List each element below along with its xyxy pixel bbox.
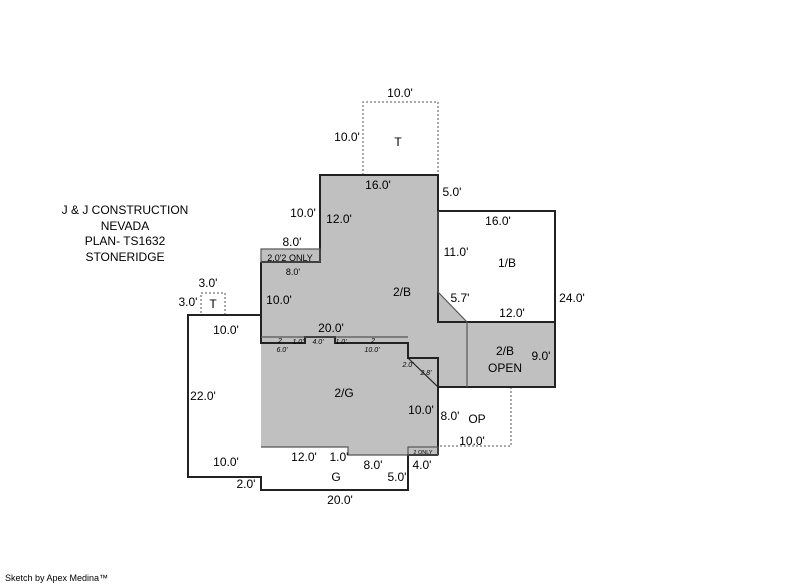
- dimension-label: 8.0': [441, 409, 460, 423]
- area-label: 2/B: [393, 285, 411, 299]
- dimension-label: 24.0': [559, 291, 585, 305]
- area-label: 2/B: [496, 344, 514, 358]
- dimension-label: 16.0': [485, 214, 511, 228]
- dimension-label: 10.0': [213, 323, 239, 337]
- dimension-label: 10.0': [459, 434, 485, 448]
- tiny-dimension-label: 2.8': [419, 370, 432, 377]
- area-label: T: [394, 135, 402, 149]
- area-label: 2/G: [334, 386, 353, 400]
- dimension-label: 8.0': [283, 235, 302, 249]
- area-2g: [261, 337, 438, 455]
- dimension-label: 2.0': [237, 477, 256, 491]
- dimension-label: 5.7': [451, 291, 470, 305]
- tiny-dimension-label: 2: [277, 338, 282, 345]
- title-line: PLAN- TS1632: [84, 234, 166, 248]
- title-line: NEVADA: [100, 218, 150, 233]
- diagonal-wall: [407, 357, 439, 388]
- tiny-dimension-label: 10.0': [365, 347, 381, 354]
- dimension-label: 20.0': [327, 493, 353, 507]
- area-label: 2.0'2 ONLY: [267, 253, 313, 263]
- dimension-label: 10.0': [408, 403, 434, 417]
- dimension-label: 11.0': [444, 245, 469, 259]
- title-block: J & J CONSTRUCTION NEVADA PLAN- TS1632 S…: [40, 203, 210, 265]
- title-line: J & J CONSTRUCTION: [61, 203, 189, 217]
- dimension-label: 12.0': [291, 450, 317, 464]
- dimension-label: 10.0': [290, 206, 316, 220]
- area-label: G: [331, 470, 340, 484]
- dimension-label: 5.0': [388, 470, 407, 484]
- wall: [261, 446, 408, 456]
- dimension-label: 8.0': [364, 458, 383, 472]
- dimension-label: 22.0': [190, 389, 216, 403]
- area-label: 2 ONLY: [413, 450, 432, 456]
- tiny-dimension-label: 2.0': [401, 362, 414, 369]
- area-t-top-outline: [362, 101, 439, 175]
- dimension-label: 3.0': [199, 276, 218, 290]
- area-label: T: [209, 297, 217, 311]
- area-label: OP: [468, 412, 485, 426]
- tiny-dimension-label: 1.0': [292, 339, 304, 346]
- two-only-box: [407, 446, 439, 456]
- tiny-dimension-label: 4.0': [312, 339, 324, 346]
- area-2b-open: [467, 322, 555, 387]
- dimension-label: 16.0': [365, 178, 391, 192]
- diagonal-wall: [437, 291, 468, 323]
- two-only-strip: [260, 248, 321, 263]
- tiny-dimension-label: 1.0': [335, 339, 347, 346]
- dimension-label: 9.0': [532, 349, 551, 363]
- dimension-label: 20.0': [318, 321, 344, 335]
- footer-credit: Sketch by Apex Medina™: [5, 573, 109, 583]
- area-label: 1/B: [498, 256, 516, 270]
- dimension-label: 10.0': [387, 86, 413, 100]
- dimension-label: 10.0': [334, 130, 360, 144]
- area-g-outline: [187, 314, 438, 491]
- dimension-label: 1.0': [330, 450, 349, 464]
- area-label: OPEN: [488, 361, 522, 375]
- dimension-label: 12.0': [326, 212, 352, 226]
- upper-outline: [261, 174, 556, 388]
- main-outline: [260, 262, 439, 455]
- dimension-label: 10.0': [266, 293, 292, 307]
- dimension-label: 3.0': [179, 295, 198, 309]
- title-line: STONERIDGE: [85, 249, 165, 264]
- tiny-dimension-label: 2: [370, 338, 375, 345]
- dimension-label: 8.0': [286, 267, 301, 277]
- dimension-label: 4.0': [413, 458, 432, 472]
- tiny-dimension-label: 6.0': [276, 347, 288, 354]
- dimension-label: 10.0': [213, 455, 239, 469]
- dimension-label: 5.0': [443, 185, 462, 199]
- dimension-label: 12.0': [499, 306, 525, 320]
- area-2b: [261, 175, 467, 387]
